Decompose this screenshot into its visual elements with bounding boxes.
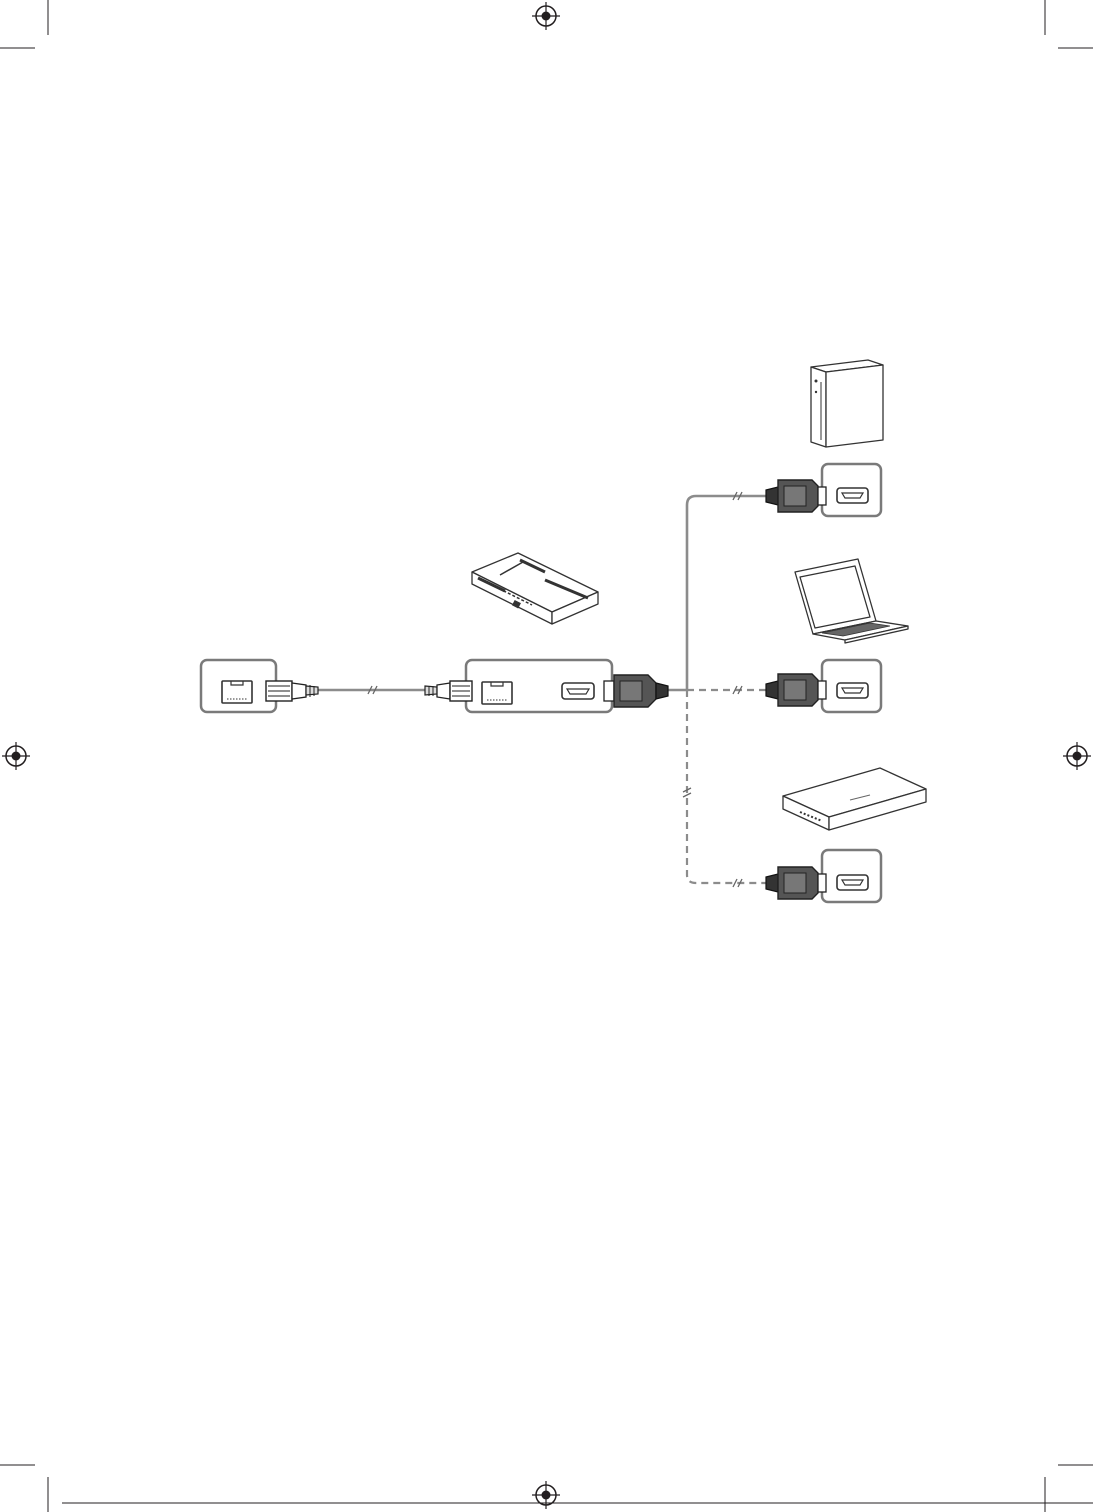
- pc-hdmi-port: [822, 464, 881, 516]
- player-hdmi-port: [822, 850, 881, 902]
- set-top-box-icon: [472, 553, 598, 624]
- hdmi-plug-pc: [766, 480, 826, 512]
- hdmi-port-icon: [837, 875, 868, 890]
- registration-mark-bottom: [532, 1481, 560, 1509]
- media-player-icon: [783, 768, 926, 830]
- laptop-icon: [795, 559, 908, 643]
- rj45-port-icon: [222, 681, 252, 703]
- display-lan-port: [201, 660, 318, 712]
- hdmi-plug-player: [766, 867, 826, 899]
- registration-mark-right: [1063, 742, 1091, 770]
- hdmi-cable-player: [687, 690, 768, 883]
- registration-mark-left: [2, 742, 30, 770]
- lan-plug-left: [266, 681, 318, 701]
- desktop-tower-icon: [811, 360, 883, 447]
- rj45-port-icon: [482, 682, 512, 704]
- hdmi-port-icon: [837, 488, 868, 503]
- laptop-hdmi-port: [822, 660, 881, 712]
- hdmi-port-icon: [837, 683, 868, 698]
- hdmi-cable-pc: [660, 496, 768, 690]
- hdmi-plug-receiver: [604, 675, 668, 707]
- hdmi-plug-laptop: [766, 674, 826, 706]
- hdmi-port-icon: [562, 683, 594, 699]
- hdbaset-receiver: [425, 660, 668, 712]
- registration-mark-top: [532, 2, 560, 30]
- lan-plug-right: [425, 681, 472, 701]
